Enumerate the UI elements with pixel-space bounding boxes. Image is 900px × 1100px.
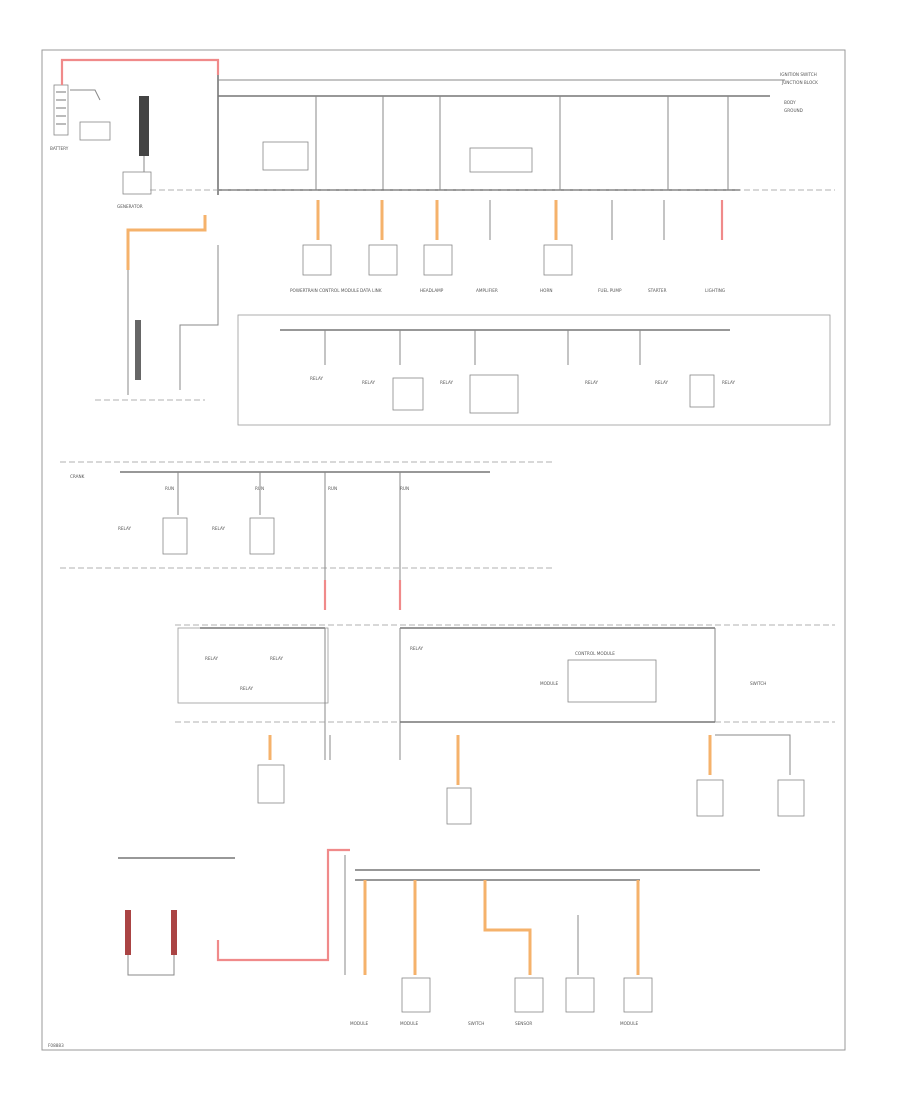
- load-label-pcm: POWERTRAIN CONTROL MODULE: [290, 288, 359, 293]
- generator-coil: [122, 96, 152, 195]
- load-label-amplifier: AMPLIFIER: [476, 288, 498, 293]
- middle-label-run-1: RUN: [165, 486, 174, 491]
- load-label-lighting: LIGHTING: [705, 288, 725, 293]
- upper-module-2: [469, 147, 533, 173]
- top-label-body: BODY: [784, 100, 796, 105]
- starter-solenoid-box: [79, 121, 111, 141]
- upper-load-wires: [316, 200, 724, 240]
- top-fuse-drops: [315, 96, 729, 190]
- middle-relay-1: [162, 517, 188, 555]
- battery-symbol: [53, 84, 69, 136]
- lower-load-2: [446, 787, 472, 825]
- diagram-frame: [41, 49, 846, 1051]
- lower-left-label-2: RELAY: [270, 656, 284, 661]
- ignition-coil: [135, 320, 141, 380]
- bottom-red-feed: [216, 848, 350, 962]
- bottom-load-label-2: MODULE: [400, 1021, 419, 1026]
- battery-feed-wire: [60, 58, 220, 85]
- lower-right-label-2: RELAY: [410, 646, 424, 651]
- middle-relay-label-1: RELAY: [118, 526, 132, 531]
- resistor-right: [171, 910, 177, 955]
- lower-load-3: [696, 779, 724, 817]
- lower-right-label-3: MODULE: [540, 681, 559, 686]
- jb-relay-1: RELAY: [310, 376, 324, 381]
- bottom-load-label-3: SWITCH: [468, 1021, 484, 1026]
- middle-relay-2: [249, 517, 275, 555]
- lower-control-module: [567, 659, 657, 703]
- lower-left-block: [177, 627, 329, 704]
- bottom-drops: [363, 880, 640, 975]
- middle-label-run-3: RUN: [328, 486, 337, 491]
- load-label-starter: STARTER: [648, 288, 667, 293]
- jb-relay-2: RELAY: [362, 380, 376, 385]
- junction-drops: [324, 330, 641, 365]
- resistor-ground-link: [127, 955, 175, 976]
- bottom-load-label-4: SENSOR: [515, 1021, 532, 1026]
- bottom-load-label-1: MODULE: [350, 1021, 369, 1026]
- middle-relay-label-2: RELAY: [212, 526, 226, 531]
- upper-module-1: [262, 141, 309, 171]
- lower-right-branch: [715, 734, 791, 775]
- middle-drops: [177, 472, 261, 515]
- upper-load-boxes: [302, 244, 573, 276]
- resistor-left: [125, 910, 131, 955]
- middle-label-crank: CRANK: [70, 474, 85, 479]
- top-label-ground: GROUND: [784, 108, 803, 113]
- battery-fuse-link: [70, 89, 101, 101]
- lower-left-label-3: RELAY: [240, 686, 254, 691]
- junction-block: [237, 314, 831, 426]
- load-label-fuelpump: FUEL PUMP: [598, 288, 622, 293]
- lower-load-1: [257, 764, 285, 804]
- lower-right-label-1: CONTROL MODULE: [575, 651, 615, 656]
- bottom-load-label-5: MODULE: [620, 1021, 639, 1026]
- jb-relay-4: RELAY: [585, 380, 599, 385]
- generator-label: GENERATOR: [117, 204, 143, 209]
- load-label-headlamp: HEADLAMP: [420, 288, 444, 293]
- ignition-feed-wire: [126, 215, 207, 270]
- lower-right-label-4: SWITCH: [750, 681, 766, 686]
- bottom-load-boxes: [401, 977, 653, 1013]
- footer-ref: F08883: [48, 1043, 64, 1048]
- lower-load-4: [777, 779, 805, 817]
- relay-return-wire: [179, 245, 219, 390]
- top-label-junction: JUNCTION BLOCK: [781, 80, 818, 85]
- jb-relay-3: RELAY: [440, 380, 454, 385]
- lower-left-label-1: RELAY: [205, 656, 219, 661]
- middle-label-run-4: RUN: [400, 486, 409, 491]
- junction-relays: [392, 374, 715, 414]
- top-label-ignition: IGNITION SWITCH: [780, 72, 817, 77]
- jb-relay-5: RELAY: [655, 380, 669, 385]
- battery-label: BATTERY: [50, 146, 69, 151]
- load-label-horn: HORN: [540, 288, 553, 293]
- jb-relay-6: RELAY: [722, 380, 736, 385]
- load-label-datalink: DATA LINK: [360, 288, 382, 293]
